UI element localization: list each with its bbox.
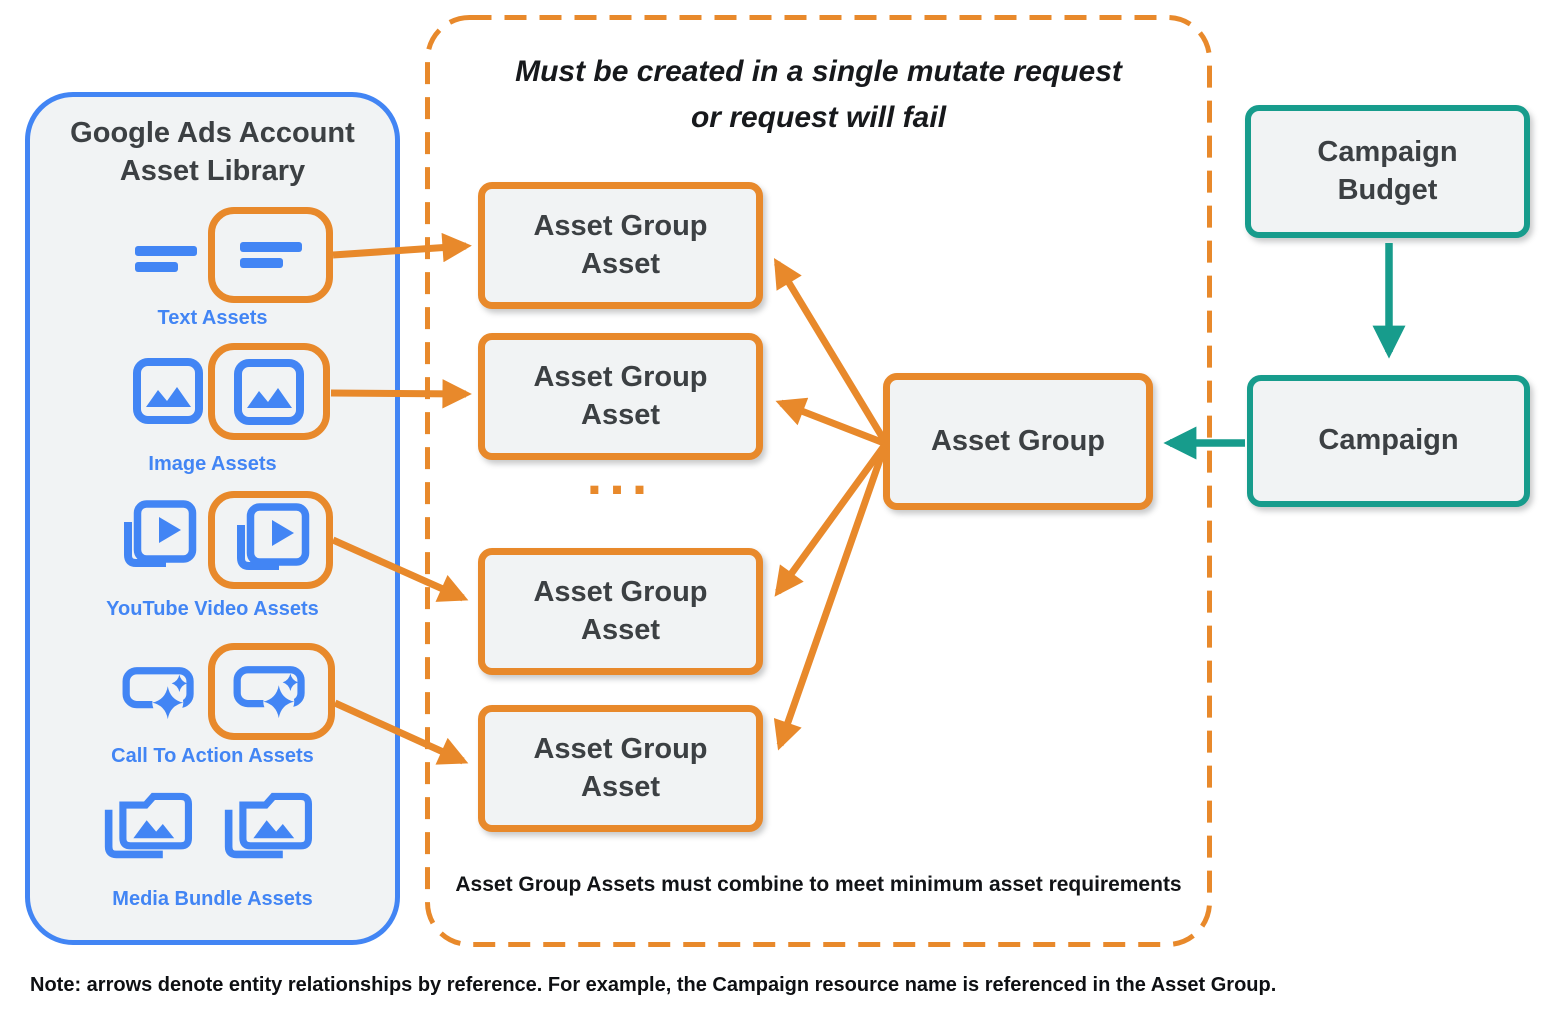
- call-to-action-asset-icon: [122, 667, 194, 720]
- text-asset-icon: [239, 242, 302, 268]
- call-to-action-assets-label: Call To Action Assets: [111, 745, 314, 767]
- mutate-title-line2: or request will fail: [690, 101, 947, 134]
- asset-group-node: Asset Group: [883, 373, 1153, 510]
- youtube-video-assets-label: YouTube Video Assets: [106, 598, 319, 620]
- asset-group-asset-label: Asset Group Asset: [533, 575, 708, 646]
- campaign-label: Campaign: [1318, 424, 1459, 457]
- asset-group-asset-ellipsis: ...: [586, 443, 655, 506]
- asset-group-label: Asset Group: [930, 424, 1106, 457]
- text-asset-icon: [135, 246, 197, 272]
- text-assets-label: Text Assets: [157, 307, 268, 329]
- youtube-video-asset-icon: [236, 503, 309, 570]
- diagram-note: Note: arrows denote entity relationships…: [30, 974, 1277, 996]
- media-bundle-asset-icon: [104, 792, 193, 859]
- image-asset-icon: [234, 358, 304, 425]
- youtube-video-asset-icon: [124, 500, 197, 567]
- campaign-budget-node: Campaign Budget: [1245, 105, 1530, 238]
- media-bundle-assets-label: Media Bundle Assets: [112, 888, 313, 910]
- asset-group-asset-label: Asset Group Asset: [533, 360, 708, 431]
- campaign-budget-label: Campaign Budget: [1317, 135, 1458, 206]
- text-asset-highlight-box: [208, 207, 333, 303]
- mutate-footnote: Asset Group Assets must combine to meet …: [455, 873, 1182, 896]
- asset-group-asset-box-1: Asset Group Asset: [478, 182, 763, 309]
- call-to-action-asset-highlight-box: [208, 643, 335, 740]
- asset-group-asset-box-2: Asset Group Asset: [478, 333, 763, 460]
- image-assets-label: Image Assets: [148, 453, 277, 475]
- call-to-action-asset-icon: [233, 665, 305, 718]
- asset-group-asset-box-3: Asset Group Asset: [478, 548, 763, 675]
- asset-group-asset-label: Asset Group Asset: [533, 209, 708, 280]
- asset-library-title: Google Ads Account Asset Library: [70, 117, 355, 187]
- asset-group-asset-label: Asset Group Asset: [533, 732, 708, 803]
- youtube-video-asset-highlight-box: [208, 491, 333, 589]
- media-bundle-asset-icon: [224, 792, 313, 859]
- mutate-title-line1: Must be created in a single mutate reque…: [515, 55, 1122, 88]
- campaign-node: Campaign: [1247, 375, 1530, 507]
- asset-group-asset-box-4: Asset Group Asset: [478, 705, 763, 832]
- image-asset-highlight-box: [208, 343, 330, 440]
- asset-library-panel: Google Ads Account Asset Library Text As…: [25, 92, 400, 945]
- image-asset-icon: [133, 358, 203, 424]
